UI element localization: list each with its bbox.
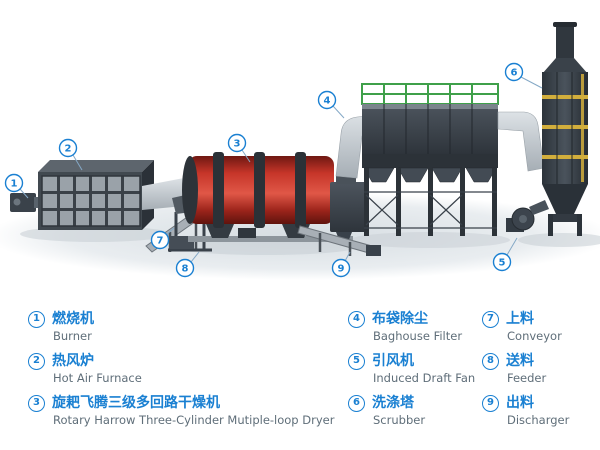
- legend-zh-dryer: 旋耙飞腾三级多回路干燥机: [52, 395, 220, 411]
- legend-zh-feeder: 送料: [506, 353, 534, 369]
- legend-item-fan: 5 引风机 Induced Draft Fan: [348, 352, 476, 385]
- legend-en-conveyor: Conveyor: [507, 329, 562, 343]
- legend-num-8: 8: [482, 352, 499, 370]
- legend-en-hot-air-furnace: Hot Air Furnace: [53, 371, 142, 385]
- equipment-illustration: 1 2 3 4 5 6 7: [0, 22, 600, 280]
- svg-text:1: 1: [11, 179, 18, 190]
- svg-text:5: 5: [499, 258, 506, 269]
- legend-num-1: 1: [28, 310, 45, 328]
- svg-text:4: 4: [324, 96, 331, 107]
- legend-num-3: 3: [28, 394, 45, 412]
- legend-en-fan: Induced Draft Fan: [373, 371, 476, 385]
- legend-en-feeder: Feeder: [507, 371, 547, 385]
- legend: 1 燃烧机 Burner 2 热风炉 Hot Air Furnace 3 旋耙飞…: [0, 300, 600, 450]
- legend-num-5: 5: [348, 352, 365, 370]
- callout-5: 5: [492, 237, 518, 272]
- callout-8: 8: [175, 251, 200, 278]
- legend-column-3: 7 上料 Conveyor 8 送料 Feeder 9 出料 Discharge…: [482, 310, 594, 436]
- svg-text:7: 7: [157, 236, 164, 247]
- legend-item-feeder: 8 送料 Feeder: [482, 352, 594, 385]
- callout-2: 2: [58, 138, 83, 171]
- callout-3: 3: [227, 133, 251, 163]
- legend-en-baghouse: Baghouse Filter: [373, 329, 463, 343]
- legend-item-discharger: 9 出料 Discharger: [482, 394, 594, 427]
- legend-num-2: 2: [28, 352, 45, 370]
- legend-item-dryer: 3 旋耙飞腾三级多回路干燥机 Rotary Harrow Three-Cylin…: [28, 394, 340, 427]
- legend-en-burner: Burner: [53, 329, 92, 343]
- callout-9: 9: [331, 251, 351, 278]
- legend-zh-hot-air-furnace: 热风炉: [52, 353, 94, 369]
- scrubber: [542, 22, 588, 236]
- svg-text:6: 6: [511, 68, 518, 79]
- legend-zh-conveyor: 上料: [506, 311, 534, 327]
- legend-en-discharger: Discharger: [507, 413, 570, 427]
- callout-1: 1: [4, 173, 29, 199]
- legend-zh-baghouse: 布袋除尘: [372, 311, 428, 327]
- legend-zh-burner: 燃烧机: [52, 311, 94, 327]
- svg-text:2: 2: [65, 144, 72, 155]
- svg-text:3: 3: [234, 139, 241, 150]
- svg-text:8: 8: [182, 264, 189, 275]
- legend-item-baghouse: 4 布袋除尘 Baghouse Filter: [348, 310, 476, 343]
- rotary-dryer: [182, 152, 368, 242]
- legend-item-burner: 1 燃烧机 Burner: [28, 310, 340, 343]
- callout-6: 6: [504, 62, 543, 89]
- legend-num-4: 4: [348, 310, 365, 328]
- svg-text:9: 9: [338, 264, 345, 275]
- legend-item-conveyor: 7 上料 Conveyor: [482, 310, 594, 343]
- legend-item-scrubber: 6 洗涤塔 Scrubber: [348, 394, 476, 427]
- induced-draft-fan: [506, 200, 549, 232]
- legend-zh-fan: 引风机: [372, 353, 414, 369]
- legend-column-1: 1 燃烧机 Burner 2 热风炉 Hot Air Furnace 3 旋耙飞…: [28, 310, 340, 436]
- legend-en-dryer: Rotary Harrow Three-Cylinder Mutiple-loo…: [53, 413, 335, 427]
- baghouse-scrubber-duct: [497, 111, 545, 172]
- hot-air-furnace: [38, 160, 154, 230]
- legend-column-2: 4 布袋除尘 Baghouse Filter 5 引风机 Induced Dra…: [348, 310, 476, 436]
- legend-zh-scrubber: 洗涤塔: [372, 395, 414, 411]
- discharge-conveyor: [297, 225, 381, 256]
- legend-num-9: 9: [482, 394, 499, 412]
- baghouse-filter: [361, 83, 499, 236]
- legend-num-7: 7: [482, 310, 499, 328]
- callout-4: 4: [317, 90, 345, 119]
- legend-zh-discharger: 出料: [506, 395, 534, 411]
- legend-item-hot-air-furnace: 2 热风炉 Hot Air Furnace: [28, 352, 340, 385]
- legend-en-scrubber: Scrubber: [373, 413, 426, 427]
- callout-7: 7: [150, 227, 175, 250]
- legend-num-6: 6: [348, 394, 365, 412]
